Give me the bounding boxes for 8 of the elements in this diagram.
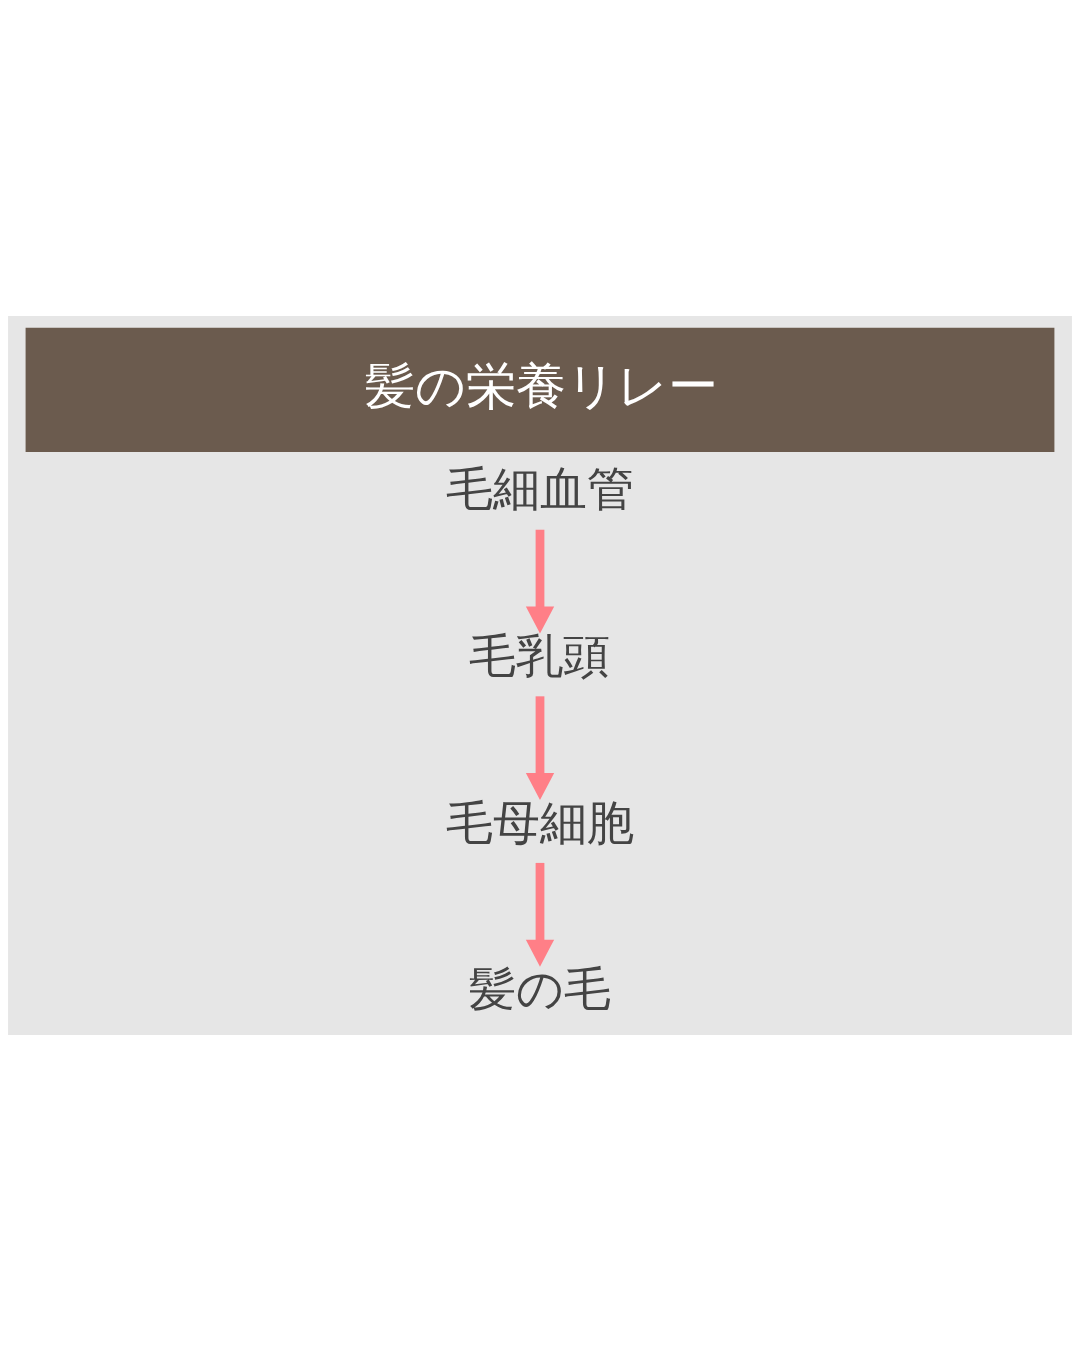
arrow: [525, 529, 555, 633]
node-text: 髪の毛: [469, 961, 611, 1016]
arrow: [525, 862, 555, 967]
node-text: 毛母細胞: [446, 795, 634, 850]
node-text: 毛細血管: [446, 461, 634, 516]
diagram-title: 髪の栄養リレー: [365, 356, 719, 415]
node-text: 毛乳頭: [469, 628, 611, 683]
arrow: [525, 695, 555, 800]
